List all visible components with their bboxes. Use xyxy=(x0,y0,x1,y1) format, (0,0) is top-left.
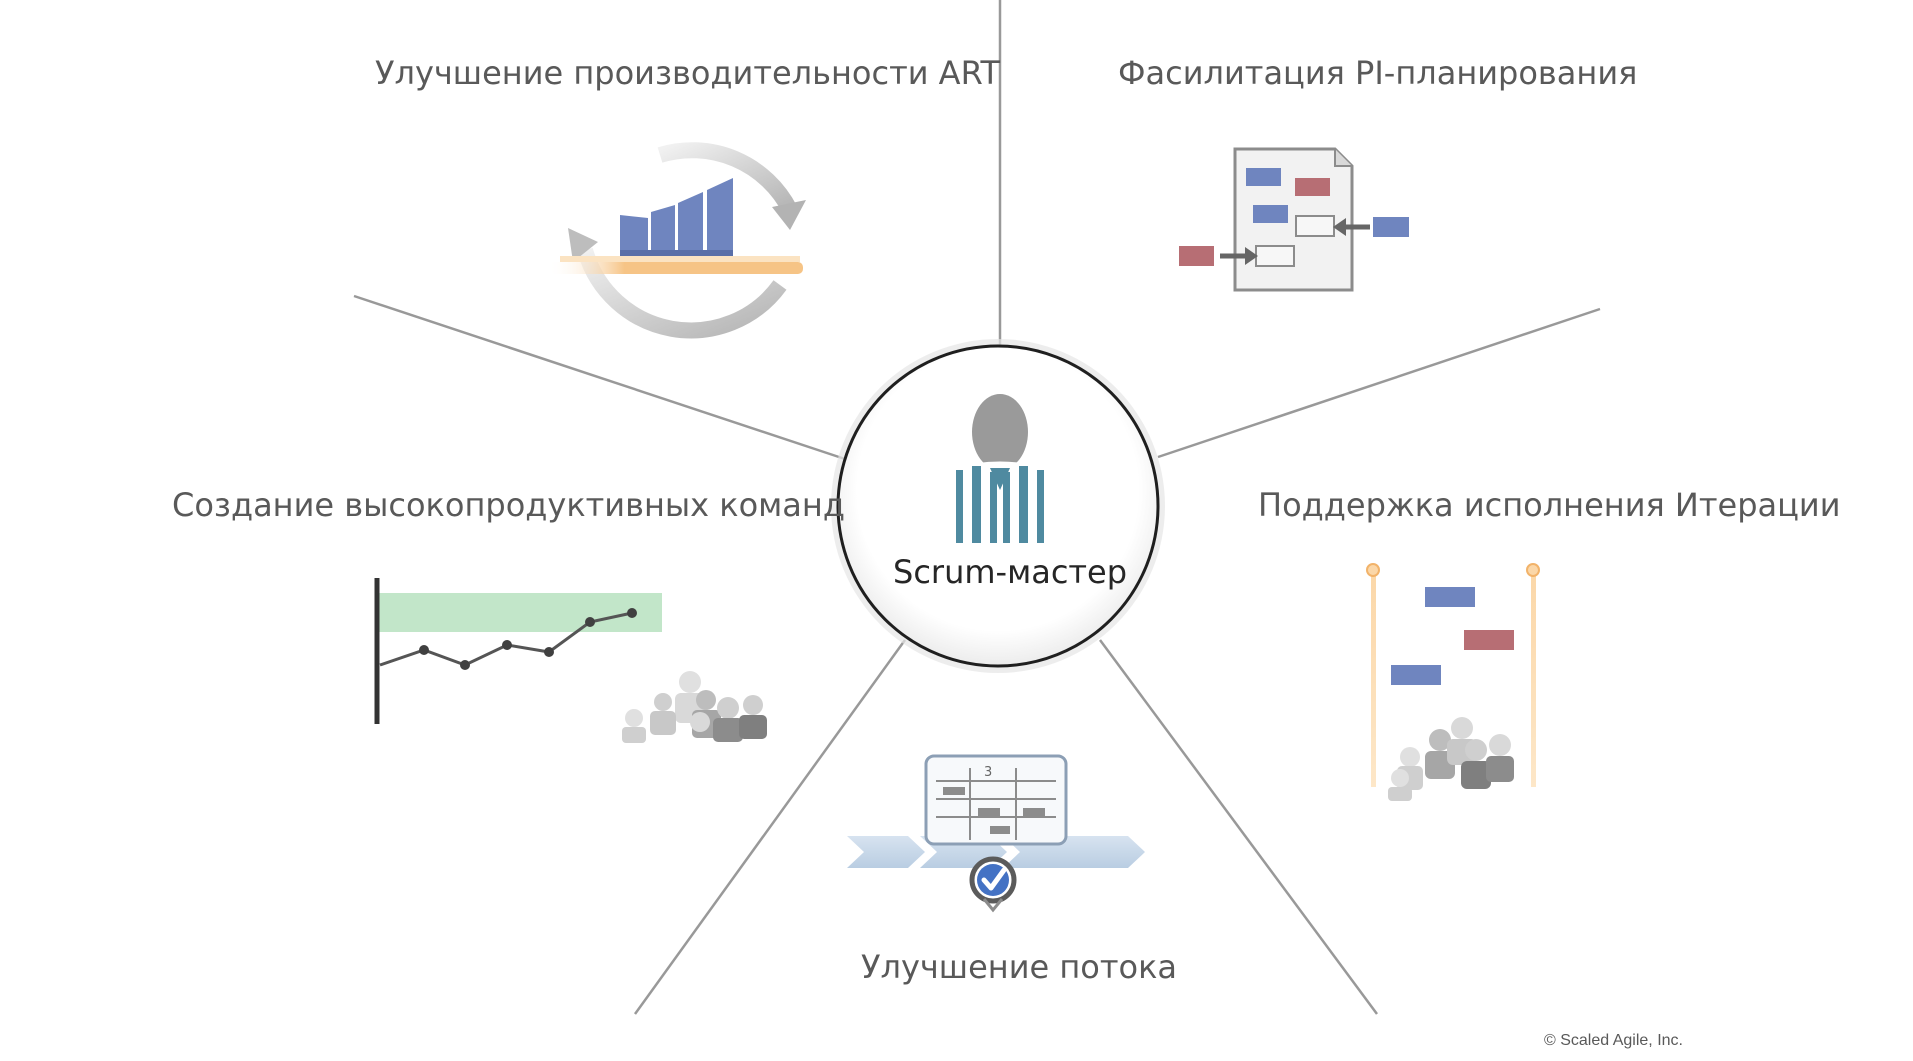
team-people-icon xyxy=(622,671,767,743)
divider-line-bottom-left xyxy=(633,639,907,1015)
divider-line-left xyxy=(353,294,849,462)
train-performance-icon xyxy=(548,142,806,339)
role-label-art-performance: Улучшение производительности ART xyxy=(375,54,1001,92)
team-people-icon xyxy=(1388,717,1514,801)
center-role-label: Scrum-мастер xyxy=(893,553,1128,591)
divider-line-bottom-right xyxy=(1098,639,1379,1015)
role-label-high-performing-teams: Создание высокопродуктивных команд xyxy=(172,486,845,524)
iteration-timebox-icon xyxy=(1366,563,1540,801)
divider-lines xyxy=(353,0,1601,1015)
center-node xyxy=(831,339,1165,673)
svg-text:3: 3 xyxy=(984,765,992,780)
team-performance-chart-icon xyxy=(374,578,767,743)
flow-kanban-icon: 3 xyxy=(847,754,1145,913)
divider-line-right xyxy=(1157,307,1601,459)
role-label-flow: Улучшение потока xyxy=(861,948,1177,986)
role-label-pi-planning: Фасилитация PI-планирования xyxy=(1118,54,1638,92)
person-icon xyxy=(950,394,1050,545)
pi-planning-board-icon xyxy=(1179,147,1409,292)
role-label-iteration-execution: Поддержка исполнения Итерации xyxy=(1258,486,1841,524)
copyright-text: © Scaled Agile, Inc. xyxy=(1544,1032,1683,1049)
